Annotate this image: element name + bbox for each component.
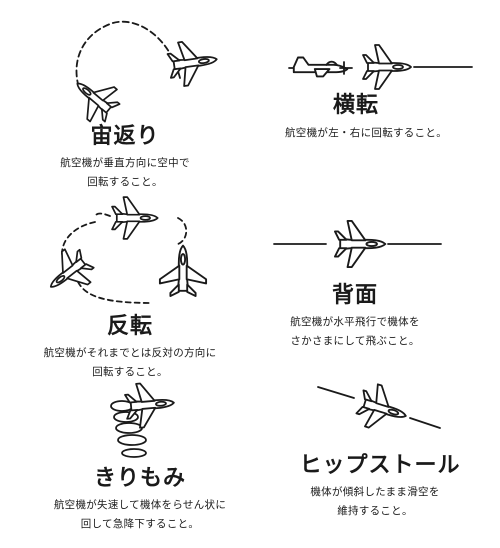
maneuver-desc-roll: 航空機が左・右に回転すること。	[276, 124, 456, 143]
desc-line: 航空機が垂直方向に空中で	[60, 157, 190, 169]
inverted-illustration	[273, 219, 442, 269]
jet-icon	[158, 244, 208, 297]
desc-line: 回転すること。	[92, 366, 168, 378]
maneuver-desc-spin: 航空機が失速して機体をらせん状に 回して急降下すること。	[40, 496, 240, 534]
maneuver-desc-inverted: 航空機が水平飛行で機体を さかさまにして飛ぶこと。	[265, 313, 445, 351]
desc-line: 航空機がそれまでとは反対の方向に	[43, 347, 217, 359]
loop-illustration	[63, 20, 221, 130]
jet-icon	[352, 379, 414, 438]
roll-illustration	[288, 44, 473, 90]
maneuver-title-roll: 横転	[332, 93, 379, 118]
jet-icon	[334, 219, 387, 269]
jet-icon	[63, 66, 127, 130]
spin-illustration	[110, 379, 177, 458]
maneuver-desc-reversal: 航空機がそれまでとは反対の方向に 回転すること。	[35, 344, 225, 382]
hip-stall-illustration	[317, 379, 441, 438]
desc-line: 回して急降下すること。	[80, 518, 200, 530]
jet-icon	[111, 196, 159, 240]
desc-line: 航空機が左・右に回転すること。	[285, 127, 447, 139]
maneuver-desc-hip-stall: 機体が傾斜したまま滑空を 維持すること。	[285, 483, 465, 521]
desc-line: 機体が傾斜したまま滑空を	[310, 486, 440, 498]
maneuver-title-reversal: 反転	[106, 314, 153, 339]
desc-line: 航空機が失速して機体をらせん状に	[53, 499, 227, 511]
maneuver-title-spin: きりもみ	[93, 466, 186, 491]
jet-icon	[362, 44, 412, 90]
desc-line: 回転すること。	[87, 176, 163, 188]
maneuver-desc-loop: 航空機が垂直方向に空中で 回転すること。	[35, 154, 215, 192]
desc-line: さかさまにして飛ぶこと。	[290, 335, 420, 347]
desc-line: 維持すること。	[337, 505, 413, 517]
desc-line: 航空機が水平飛行で機体を	[290, 316, 420, 328]
maneuver-title-loop: 宙返り	[90, 124, 160, 149]
maneuver-title-hip-stall: ヒップストール	[299, 453, 461, 478]
jet-side-icon	[292, 56, 349, 78]
maneuver-title-inverted: 背面	[331, 283, 378, 308]
jet-icon	[165, 36, 221, 89]
reversal-illustration	[37, 196, 208, 305]
